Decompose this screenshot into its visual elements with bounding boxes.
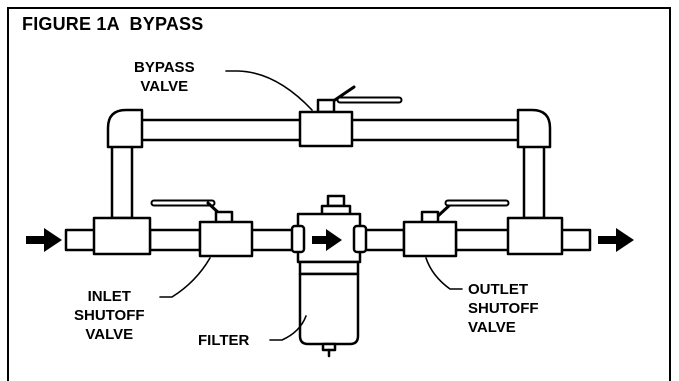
filter-bowl-ring: [298, 260, 360, 276]
tee-right: [506, 216, 564, 256]
outlet-valve-label-line-1: OUTLET: [468, 281, 528, 298]
bypass-valve-label-line-1: BYPASS: [134, 59, 195, 76]
bypass-valve-bonnet: [316, 98, 336, 114]
bypass-valve-body: [298, 110, 354, 148]
outlet-valve-body: [402, 220, 458, 258]
leader-bypass-valve: [225, 70, 313, 111]
inlet-valve-label-line-2: SHUTOFF: [74, 307, 145, 324]
main-pipe-2: [148, 228, 202, 252]
flow-arrow-outlet-icon: [598, 228, 634, 252]
filter-label-text: FILTER: [198, 332, 250, 349]
main-pipe-outlet: [558, 228, 592, 252]
leader-filter: [269, 315, 307, 341]
outlet-valve-label-line-2: SHUTOFF: [468, 300, 539, 317]
elbow-left: [106, 108, 144, 149]
flow-arrow-filter-icon: [312, 229, 342, 251]
leader-outlet-valve: [425, 257, 463, 290]
bypass-valve-label: BYPASS VALVE: [134, 58, 195, 96]
bypass-riser-left: [110, 138, 134, 220]
inlet-valve-label-line-3: VALVE: [85, 326, 134, 343]
frame-border-left: [7, 7, 9, 381]
main-pipe-3: [248, 228, 298, 252]
elbow-right: [516, 108, 552, 149]
filter-vent-cap: [326, 194, 346, 208]
inlet-shutoff-valve-label: INLET SHUTOFF VALVE: [74, 287, 145, 344]
frame-border-top: [7, 7, 671, 9]
frame-border-right: [669, 7, 671, 381]
inlet-valve-body: [198, 220, 254, 258]
figure-title: FIGURE 1A BYPASS: [22, 14, 204, 34]
leader-inlet-valve: [159, 257, 211, 298]
filter-port-right: [352, 224, 368, 254]
outlet-shutoff-valve-label: OUTLET SHUTOFF VALVE: [468, 280, 539, 337]
flow-arrow-inlet-icon: [26, 228, 62, 252]
bypass-riser-right: [522, 138, 546, 220]
bypass-valve-label-line-2: VALVE: [140, 78, 189, 95]
tee-left: [92, 216, 152, 256]
filter-bowl: [298, 272, 360, 346]
main-pipe-inlet: [64, 228, 98, 252]
inlet-valve-label-line-1: INLET: [87, 288, 131, 305]
outlet-valve-label-line-3: VALVE: [468, 319, 516, 336]
filter-label: FILTER: [198, 331, 249, 350]
filter-port-left: [290, 224, 306, 254]
main-pipe-5: [454, 228, 512, 252]
